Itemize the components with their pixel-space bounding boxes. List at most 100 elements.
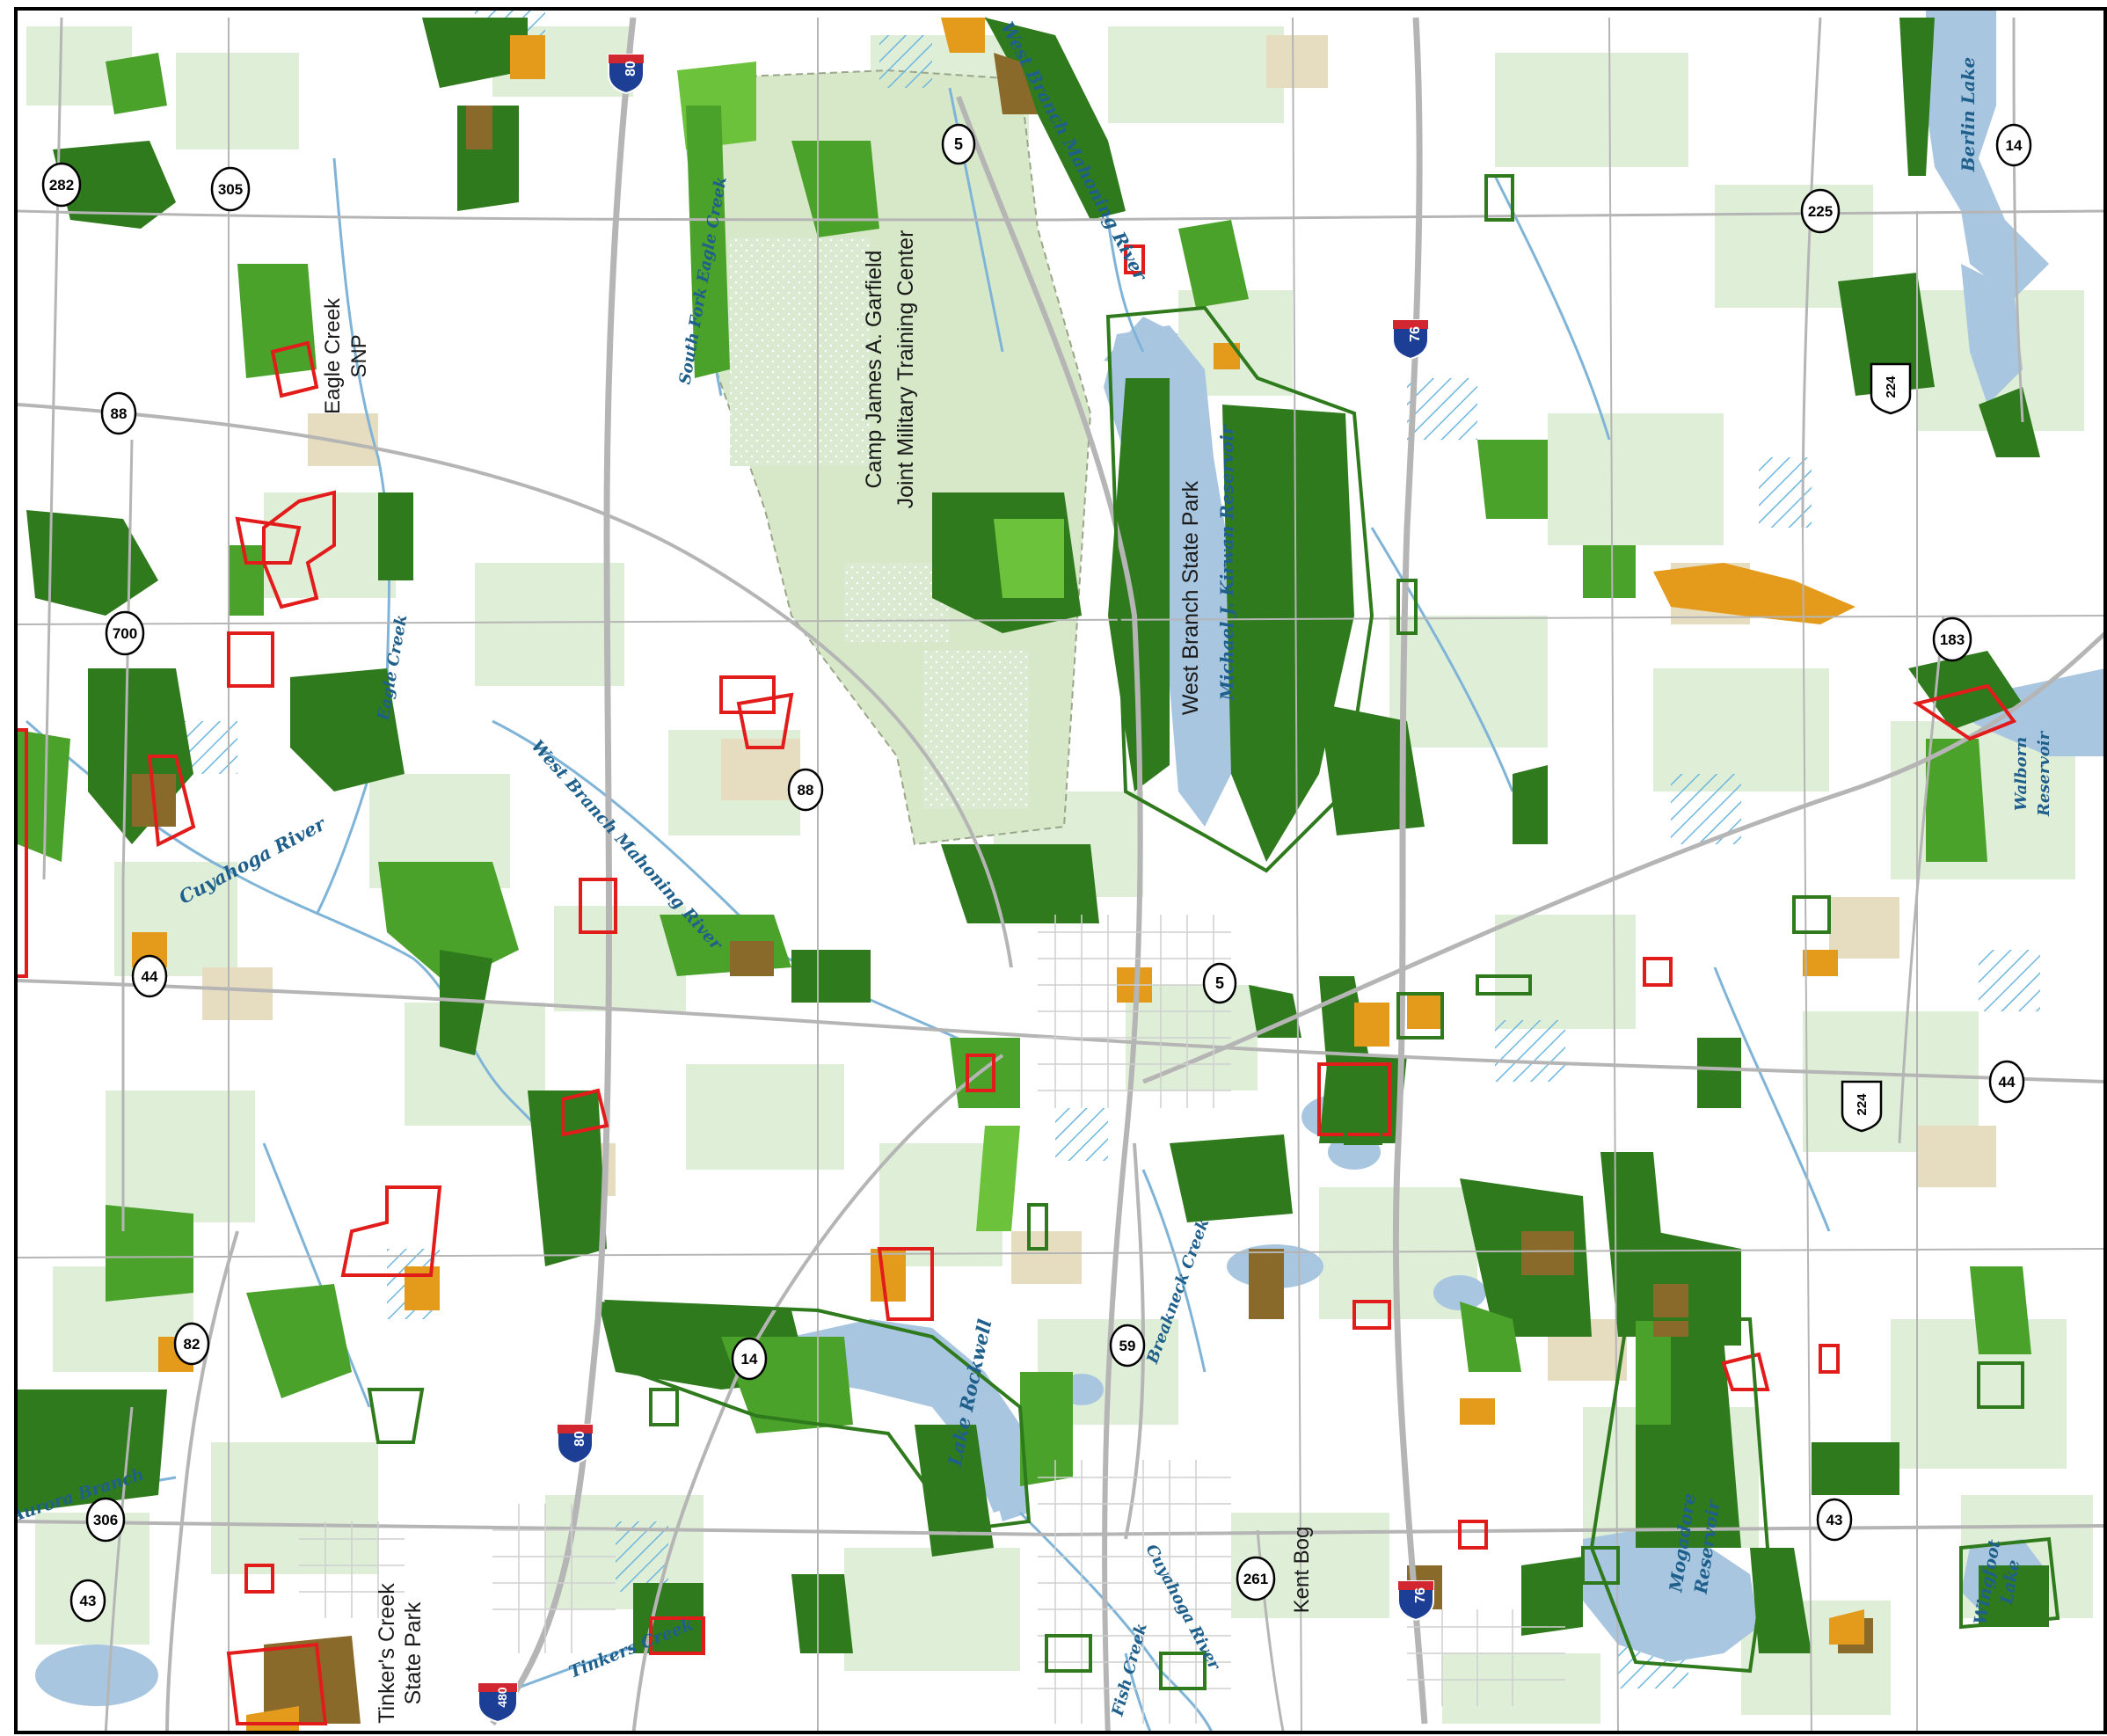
label-tinkers-creek-sp-1: Tinker's Creek — [375, 1583, 399, 1724]
sr305-road — [17, 209, 2105, 222]
shield-sr-282: 282 — [41, 162, 82, 208]
red-preserve-3 — [270, 340, 319, 398]
berlin-lake — [1926, 9, 2049, 299]
svg-text:700: 700 — [113, 625, 137, 642]
svg-text:44: 44 — [142, 968, 158, 985]
red-preserve-10 — [966, 1054, 995, 1092]
shield-i76-bottom: 76 — [1397, 1580, 1434, 1622]
svg-text:88: 88 — [111, 405, 128, 422]
red-preserve-13 — [1819, 1344, 1840, 1374]
red-preserve-18 — [719, 675, 776, 714]
walborn-reservoir — [1935, 668, 2105, 756]
cuyahoga-lower-stream — [1018, 1511, 1214, 1732]
label-eagle-creek-snp-2: SNP — [347, 334, 371, 377]
grid-road-3 — [1608, 17, 1619, 1732]
svg-text:5: 5 — [954, 135, 963, 153]
label-tinkers-creek-sp-2: State Park — [401, 1601, 426, 1704]
label-walborn-2: Reservoir — [2035, 730, 2053, 817]
shield-sr-43-w: 43 — [69, 1579, 106, 1623]
red-preserve-22 — [1352, 1300, 1391, 1330]
svg-text:225: 225 — [1808, 203, 1833, 220]
shield-sr-44-e: 44 — [1988, 1060, 2025, 1104]
svg-text:88: 88 — [798, 782, 814, 799]
stream-layer — [17, 16, 1831, 1732]
red-preserve-20 — [1913, 683, 2017, 741]
shield-sr-44-w: 44 — [131, 954, 168, 998]
green-boundary-layer — [367, 174, 2060, 1690]
training-field-1 — [730, 237, 871, 466]
lake-rockwell-south — [976, 1407, 1029, 1521]
svg-text:14: 14 — [2006, 137, 2023, 154]
label-camp-garfield-2: Joint Military Training Center — [893, 230, 918, 509]
lake-rockwell — [791, 1319, 1020, 1513]
svg-text:80: 80 — [623, 61, 638, 77]
cuyahoga-river-upper-stream — [26, 719, 591, 1197]
grid-road-5 — [17, 1248, 2105, 1258]
shield-sr-305: 305 — [210, 166, 251, 212]
red-preserve-12 — [1643, 957, 1673, 987]
shield-sr-82: 82 — [173, 1322, 210, 1366]
label-kent-bog: Kent Bog — [1290, 1527, 1314, 1614]
pond-4 — [35, 1645, 158, 1706]
svg-text:43: 43 — [1826, 1512, 1843, 1528]
shield-us-224-e: 224 — [1841, 1080, 1883, 1133]
shield-i80-top: 80 — [608, 54, 645, 95]
shield-sr-88-w: 88 — [100, 391, 137, 435]
pond-5 — [1433, 1275, 1486, 1310]
red-preserve-6 — [579, 878, 617, 934]
red-preserve-5 — [147, 755, 196, 848]
training-field-2 — [923, 651, 1029, 809]
place-labels: Eagle Creek SNP Camp James A. Garfield J… — [321, 230, 1314, 1724]
sr183-road — [1898, 615, 1945, 1144]
shield-sr-43-e: 43 — [1816, 1498, 1853, 1542]
svg-text:76: 76 — [1413, 1587, 1428, 1603]
map-border — [14, 7, 2107, 1734]
kirwan-north-arm — [1104, 317, 1178, 369]
shield-sr-700: 700 — [105, 610, 145, 656]
svg-text:59: 59 — [1119, 1338, 1136, 1354]
sr82-road — [165, 1230, 239, 1732]
svg-text:282: 282 — [49, 177, 74, 193]
shield-sr-88-c: 88 — [787, 768, 824, 812]
svg-text:183: 183 — [1940, 631, 1965, 648]
red-preserve-11 — [1317, 1062, 1391, 1136]
i76-road — [1392, 17, 1428, 1725]
shield-i76-top: 76 — [1392, 319, 1429, 361]
breakneck-creek-stream — [1141, 1169, 1207, 1373]
sr700-road — [121, 439, 134, 1231]
misc-stream-3 — [1713, 966, 1831, 1232]
red-preserve-24 — [1124, 244, 1145, 274]
shield-sr-306: 306 — [85, 1497, 126, 1543]
label-walborn-1: Walborn — [2012, 737, 2030, 811]
svg-text:80: 80 — [572, 1431, 587, 1447]
label-west-branch-sp: West Branch State Park — [1178, 480, 1203, 715]
label-camp-garfield-1: Camp James A. Garfield — [862, 251, 886, 489]
sr5-road — [956, 95, 1143, 1732]
grid-road-8 — [1802, 527, 1812, 1732]
svg-text:224: 224 — [1884, 376, 1899, 398]
sr44-road — [17, 979, 2105, 1083]
svg-text:261: 261 — [1243, 1571, 1268, 1587]
shield-sr-5-top: 5 — [941, 123, 976, 165]
shield-sr-261: 261 — [1236, 1556, 1276, 1601]
sr14-ne-road — [2012, 17, 2024, 423]
red-preserve-1 — [262, 490, 336, 609]
shield-i480: 480 — [478, 1682, 518, 1724]
shield-sr-59: 59 — [1109, 1324, 1146, 1368]
red-preserve-17 — [649, 1616, 705, 1655]
red-preserve-4 — [227, 631, 274, 688]
sr225-road — [1801, 17, 1822, 529]
red-preserve-19 — [561, 1088, 609, 1137]
red-preserve-15 — [244, 1564, 274, 1594]
red-preserve-9 — [877, 1247, 934, 1321]
fish-creek-stream — [1124, 1652, 1152, 1732]
sr306-road — [104, 1406, 134, 1732]
svg-text:76: 76 — [1408, 326, 1423, 342]
grid-road-4 — [17, 615, 2105, 625]
shield-sr-14-c: 14 — [731, 1337, 768, 1381]
svg-text:305: 305 — [218, 181, 243, 198]
svg-text:480: 480 — [495, 1687, 509, 1708]
red-boundary-layer — [16, 244, 2017, 1725]
